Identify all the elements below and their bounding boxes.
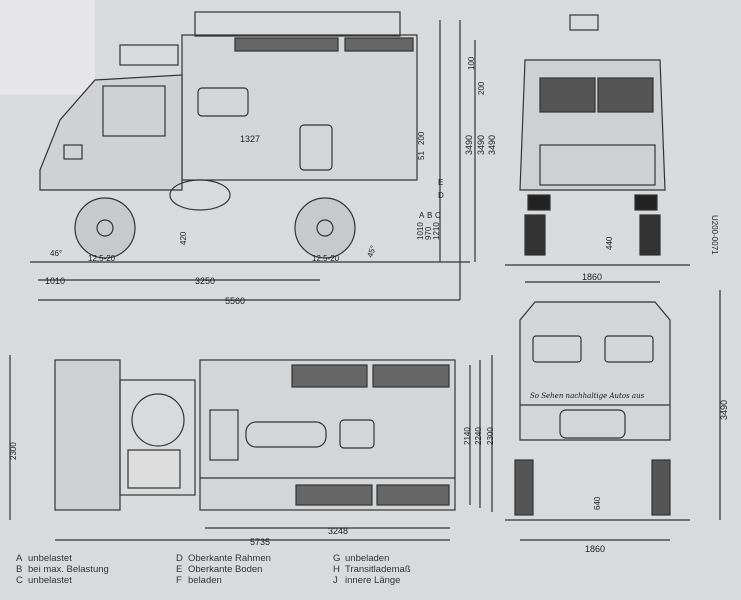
dim-100: 100 (467, 56, 476, 70)
dim-front-track: 1860 (582, 272, 602, 282)
rear-wheel (294, 197, 356, 259)
dim-approach-angle: 46° (50, 249, 62, 258)
dim-frame-b: 970 (424, 226, 433, 240)
marker-c: C (435, 211, 441, 220)
cab-window (102, 85, 166, 137)
dim-tyre-front: 12,5-20 (88, 254, 116, 263)
side-view (30, 11, 476, 301)
spare-wheel (169, 179, 231, 211)
top-view (9, 355, 493, 541)
headlight (63, 144, 83, 160)
dim-height-2: 3490 (476, 135, 486, 155)
dim-top-width-outer: 2300 (9, 442, 18, 460)
dim-height-3: 3490 (487, 135, 497, 155)
roof-window (344, 37, 414, 52)
cab-rack (119, 44, 179, 66)
dim-front-clearance: 440 (605, 236, 614, 250)
dim-rear-height: 3490 (719, 400, 729, 420)
dim-top-box-length: 3248 (328, 526, 348, 536)
side-door (299, 124, 333, 171)
marker-b: B (427, 211, 432, 220)
dim-51: 51 (417, 151, 426, 160)
dim-top-width-b: 2240 (474, 427, 483, 445)
slogan-text: So Sehen nachhaltige Autos aus (530, 392, 645, 400)
roof-window (234, 37, 339, 52)
dim-height-1: 3490 (464, 135, 474, 155)
rear-hub (316, 219, 334, 237)
dim-rear-track: 1860 (585, 544, 605, 554)
dim-rear-clearance: 640 (593, 496, 602, 510)
marker-e: E (438, 178, 443, 187)
dim-frame-a: 1010 (416, 222, 425, 240)
marker-a: A (419, 211, 425, 220)
dim-box-length: 1327 (240, 134, 260, 144)
front-view (505, 14, 690, 283)
dim-top-width-a: 2140 (463, 427, 472, 445)
dim-200: 200 (417, 131, 426, 145)
dim-front-overhang: 1010 (45, 276, 65, 286)
rear-view (505, 290, 721, 541)
front-hub (96, 219, 114, 237)
roof-hatch (194, 11, 401, 37)
dim-top-overall-length: 5735 (250, 537, 270, 547)
marker-d: D (438, 191, 444, 200)
cab (39, 74, 183, 191)
side-window (197, 87, 249, 117)
front-wheel (74, 197, 136, 259)
dim-wheelbase: 3250 (195, 276, 215, 286)
drawing-code: U200-0071 (710, 215, 719, 255)
dim-departure-angle: 45° (365, 244, 378, 258)
dim-frame-c: 1210 (432, 222, 441, 240)
dim-200-top: 200 (477, 81, 486, 95)
dim-top-width-c: 2300 (486, 427, 495, 445)
dim-overall-length: 5560 (225, 296, 245, 306)
blank-patch (0, 0, 95, 95)
dim-tyre-rear: 12,5-20 (312, 254, 340, 263)
dim-clearance: 420 (179, 231, 188, 245)
